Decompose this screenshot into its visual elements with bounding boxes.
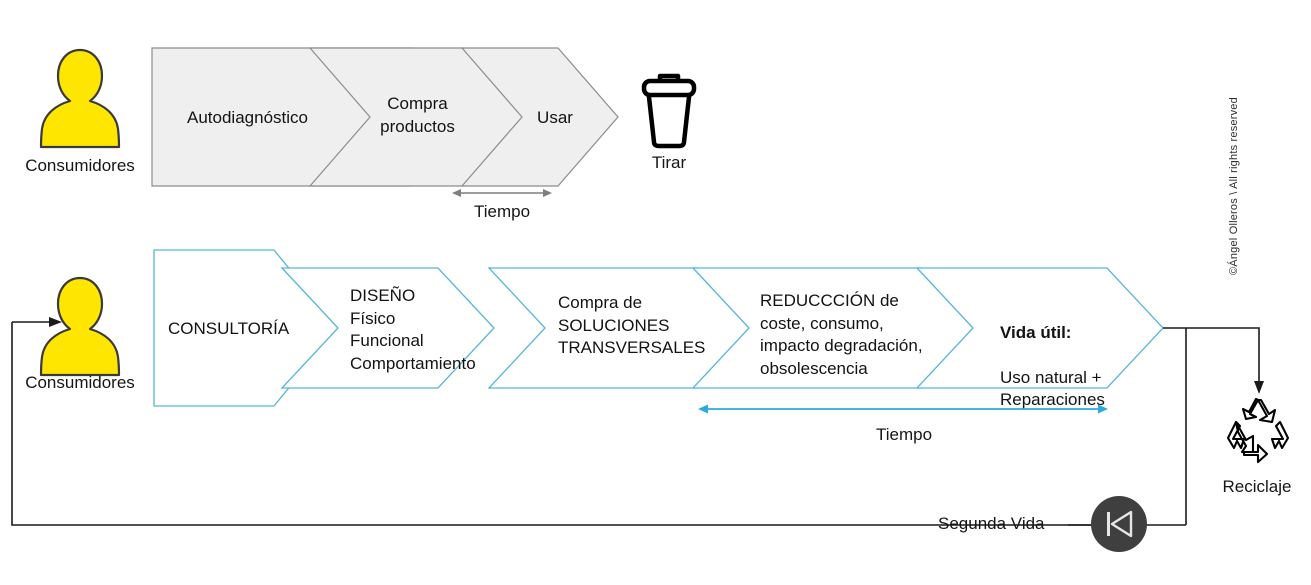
bottom-step-2-label: DISEÑO Físico Funcional Comportamiento [350,286,476,373]
bottom-step-4-label: REDUCCCIÓN de coste, consumo, impacto de… [760,291,923,378]
trash-bin-icon [641,73,697,149]
bottom-step-3-label: Compra de SOLUCIONES TRANSVERSALES [558,293,706,358]
bottom-chevron-group [152,246,1172,416]
bottom-consumer-label: Consumidores [25,373,135,392]
bottom-consumer-icon [34,272,126,382]
top-chevron-group [150,46,620,188]
top-time-arrow [452,186,552,200]
arrow-head-consumer [49,317,62,327]
bottom-step-5-label: Uso natural + Reparaciones [1000,367,1105,410]
segunda-vida-button[interactable] [1090,495,1148,553]
top-step-1-label: Autodiagnóstico [187,108,308,127]
recycle-icon-wrap [1222,396,1294,466]
person-icon [39,276,121,377]
arrow-head-recycle [1254,381,1264,394]
top-consumer-label: Consumidores [25,156,135,175]
top-time-label: Tiempo [473,202,531,221]
recycling-icon [1226,397,1290,464]
top-step-3-shape[interactable] [460,47,619,187]
bottom-time-label: Tiempo [875,425,933,444]
trash-label: Tirar [651,153,687,172]
bottom-step-2-shape[interactable] [280,267,495,389]
circle-background [1091,496,1147,552]
bottom-step-1-label: CONSULTORÍA [168,319,290,338]
bottom-step-5-label-bold: Vida útil: [1000,322,1072,342]
segunda-vida-label: Segunda Vida [938,514,1045,533]
trash-icon-wrap [638,72,700,150]
recycle-label: Reciclaje [1222,477,1292,496]
double-arrow-icon [452,189,552,197]
copyright-text: ©Ángel Olleros \ All rights reserved [1228,97,1240,275]
skip-to-start-icon [1107,510,1133,538]
top-step-2-label: Compra productos [380,94,455,136]
top-consumer-icon [34,44,126,154]
bottom-step-5-label-wrap: Vida útil: Uso natural + Reparaciones [1000,299,1180,412]
bottom-time-arrow [698,402,1108,416]
bottom-step-5-shape[interactable] [915,267,1164,389]
double-arrow-icon [698,404,1108,414]
person-icon [39,48,121,149]
top-step-3-label: Usar [537,108,573,127]
